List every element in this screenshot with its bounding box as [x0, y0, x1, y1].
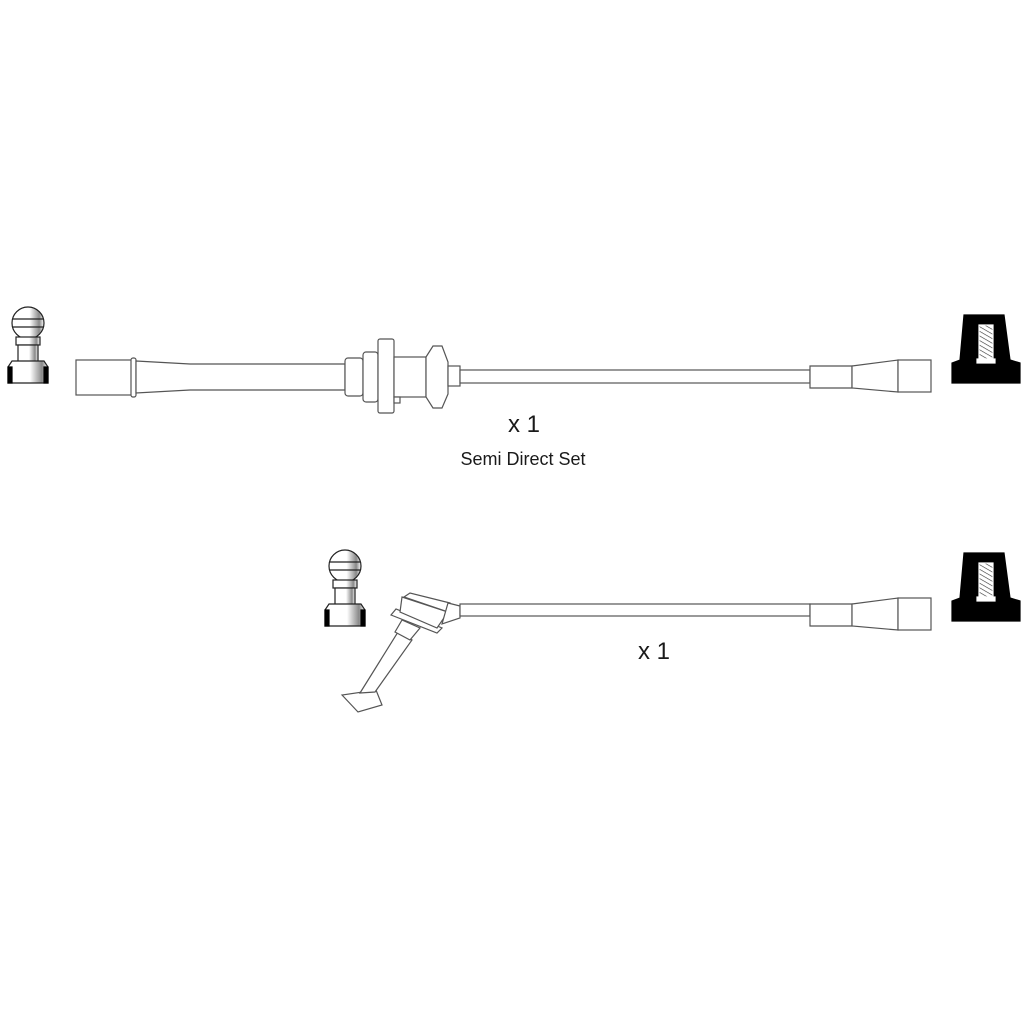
lead-bottom: [340, 592, 932, 713]
set-caption: Semi Direct Set: [460, 449, 586, 469]
spark-plug-connector-bottom: [324, 549, 366, 627]
quantity-label-bottom: x 1: [637, 638, 671, 665]
lead-top: [75, 338, 932, 414]
coil-connector-top: [951, 314, 1021, 384]
coil-connector-bottom: [951, 552, 1021, 622]
quantity-label-top: x 1: [507, 411, 541, 438]
spark-plug-connector-top: [7, 306, 49, 384]
